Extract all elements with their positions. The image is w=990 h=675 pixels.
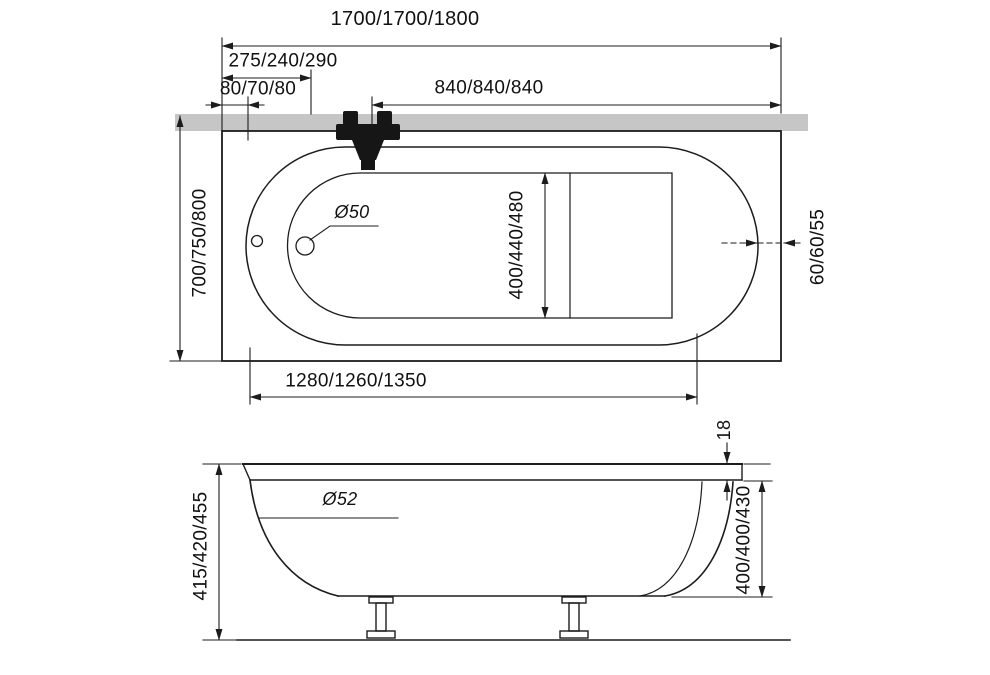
dim-inner-length-label: 1280/1260/1350 bbox=[285, 370, 427, 392]
top-view bbox=[221, 111, 782, 362]
faucet-icon bbox=[336, 111, 400, 170]
dim-inner-width-label: 400/440/480 bbox=[506, 190, 528, 300]
shell-right-outer-profile bbox=[664, 481, 734, 597]
side-drain-diameter-label: Ø52 bbox=[322, 489, 358, 509]
tub-bowl-bottom bbox=[286, 172, 673, 319]
shell-left-profile bbox=[249, 479, 339, 597]
dim-head-rim-label: 80/70/80 bbox=[219, 78, 297, 100]
dim-foot-rim-label: 60/60/55 bbox=[807, 208, 829, 286]
dim-faucet-span-label: 840/840/840 bbox=[434, 77, 544, 99]
side-view bbox=[236, 463, 791, 641]
dim-overall-width-label: 700/750/800 bbox=[189, 188, 211, 298]
dim-rim-thickness-label: 18 bbox=[714, 419, 734, 441]
top-view-dimension-lines bbox=[169, 37, 803, 405]
tub-rim-inner-edge bbox=[245, 146, 759, 346]
wall-strip bbox=[175, 114, 808, 131]
drain-diameter-label: Ø50 bbox=[334, 202, 370, 222]
foot-right bbox=[559, 596, 589, 639]
overflow-circle bbox=[250, 234, 264, 248]
side-view-dimension-lines bbox=[202, 442, 773, 641]
dim-depth-label: 400/400/430 bbox=[733, 485, 755, 595]
drain-circle bbox=[295, 236, 315, 256]
tub-outer-rect bbox=[221, 130, 782, 362]
dim-overall-length-label: 1700/1700/1800 bbox=[330, 8, 480, 30]
foot-left bbox=[366, 596, 396, 639]
dim-overall-height-label: 415/420/455 bbox=[190, 491, 212, 601]
dim-drain-offset-label: 275/240/290 bbox=[228, 50, 338, 72]
drain-leader-line bbox=[309, 225, 379, 241]
shell-right-inner-profile bbox=[639, 481, 703, 597]
